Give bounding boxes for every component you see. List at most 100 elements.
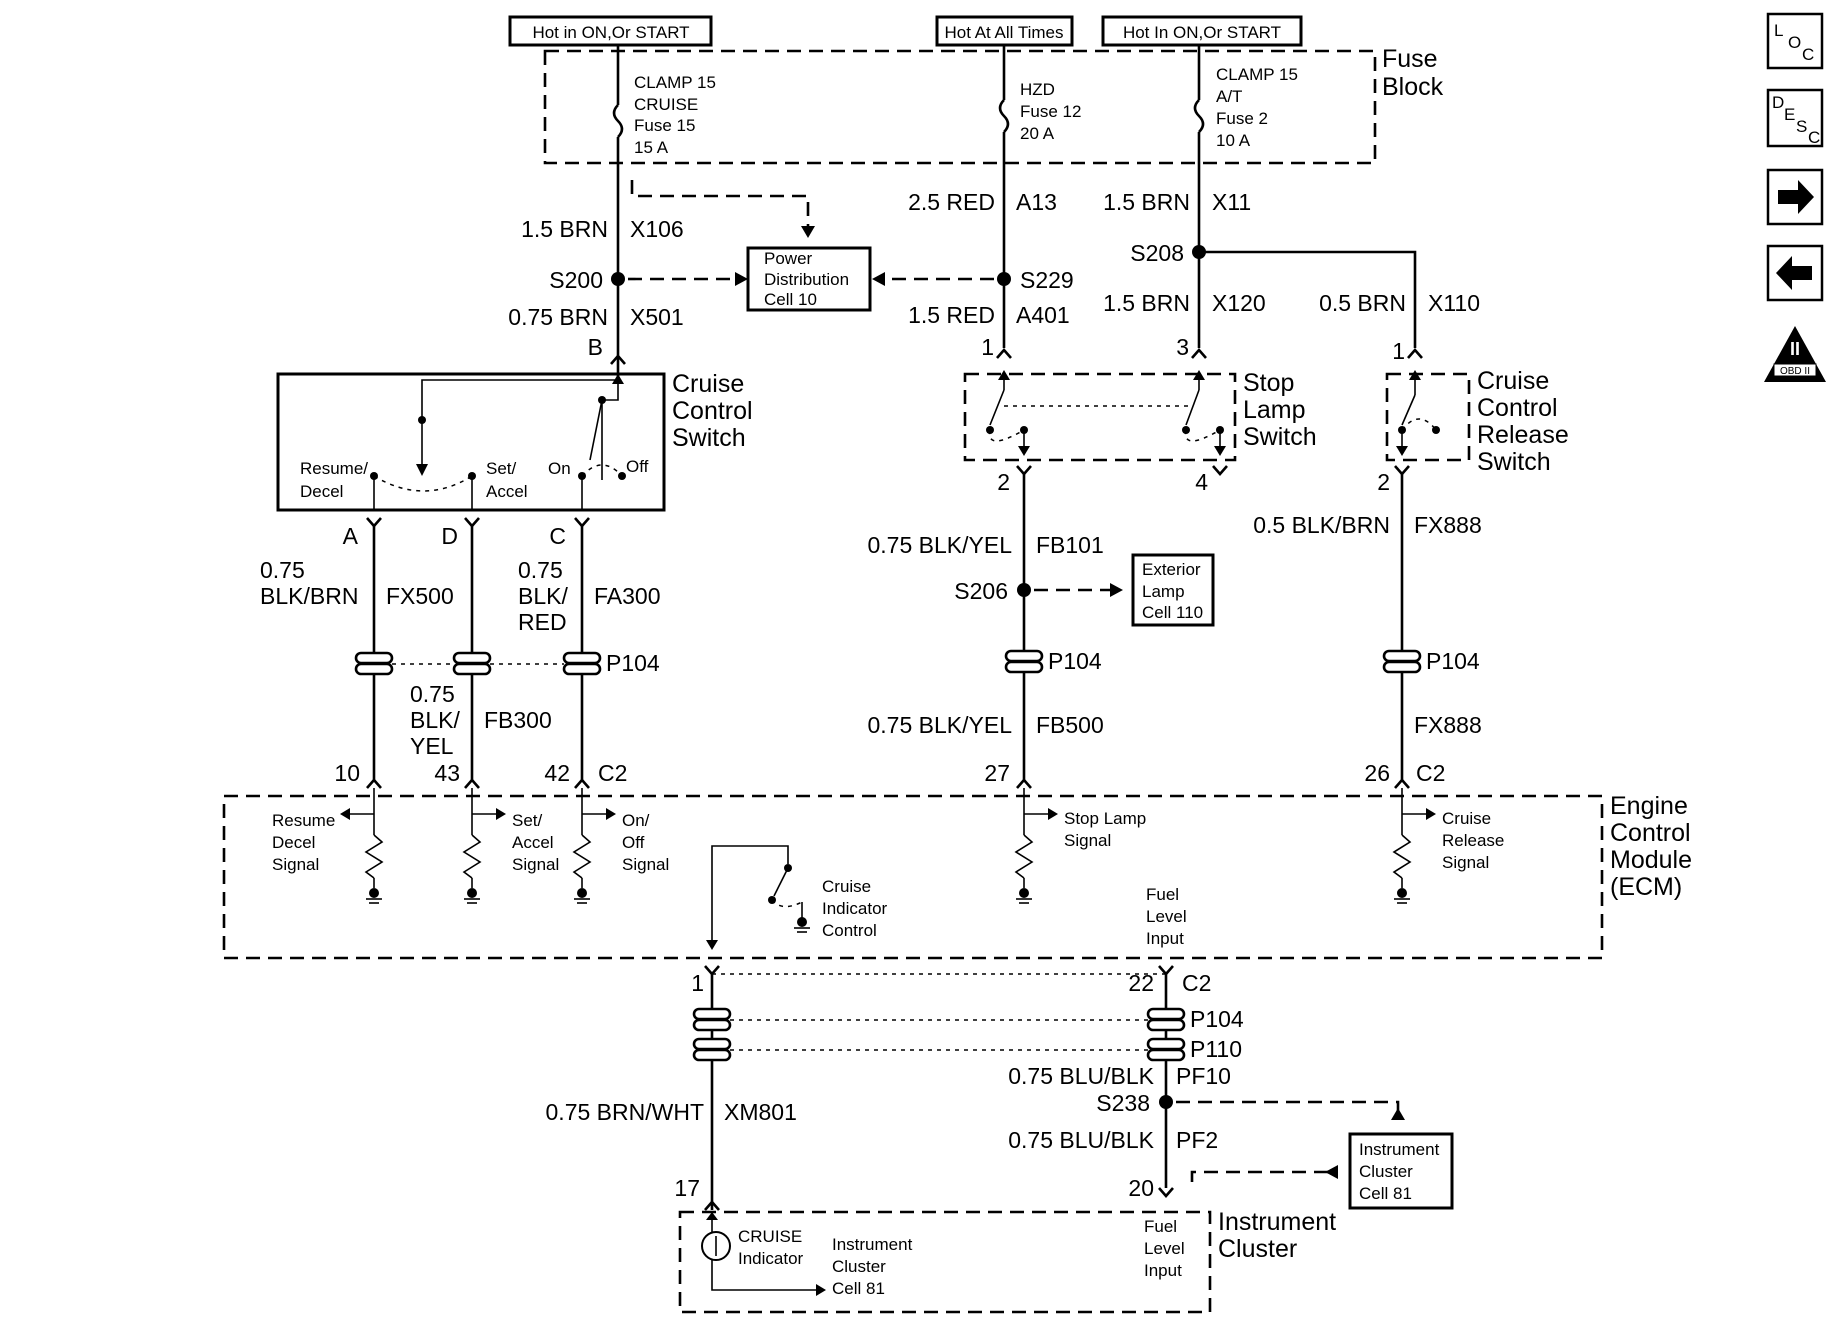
wire-gauge-x120: 1.5 BRN [1103,290,1190,316]
wire-gauge-x501: 0.75 BRN [508,304,608,330]
wire-fa300: FA300 [594,583,661,609]
wire-fx888: FX888 [1414,512,1482,538]
svg-text:20 A: 20 A [1020,124,1055,143]
svg-text:OBD II: OBD II [1780,366,1810,377]
svg-text:4: 4 [1195,469,1208,495]
svg-text:15 A: 15 A [634,138,669,157]
svg-text:Level: Level [1144,1239,1185,1258]
wire-x110: X110 [1428,290,1480,316]
connector-p104-release: P104 [1382,648,1480,674]
svg-text:Switch: Switch [672,424,746,452]
svg-text:Control: Control [1610,819,1691,847]
fuse-2: CLAMP 15 A/T Fuse 2 10 A [1193,45,1298,348]
svg-text:Distribution: Distribution [764,270,849,289]
wire-gauge-fb300: 0.75 [410,681,455,707]
svg-text:RED: RED [518,609,567,635]
wire-gauge-a401: 1.5 RED [908,302,995,328]
svg-text:Switch: Switch [1243,423,1317,451]
svg-text:26: 26 [1364,760,1390,786]
svg-text:Module: Module [1610,846,1692,874]
wire-pf2: PF2 [1176,1127,1218,1153]
svg-text:Instrument: Instrument [832,1235,913,1254]
svg-text:P104: P104 [1426,648,1480,674]
svg-text:Lamp: Lamp [1243,396,1306,424]
wire-gauge-xm801: 0.75 BRN/WHT [546,1099,704,1125]
svg-text:Stop Lamp: Stop Lamp [1064,809,1146,828]
svg-text:C2: C2 [1416,760,1445,786]
svg-text:Engine: Engine [1610,792,1688,820]
prev-arrow-button[interactable] [1766,244,1824,302]
svg-text:Set/: Set/ [486,459,517,478]
svg-text:E: E [1784,105,1795,124]
svg-text:Cruise: Cruise [672,370,744,398]
wire-gauge-fx888: 0.5 BLK/BRN [1253,512,1390,538]
svg-text:Fuse 12: Fuse 12 [1020,102,1081,121]
svg-text:Cell 110: Cell 110 [1142,603,1203,622]
loc-button[interactable]: L O C [1766,12,1824,70]
svg-text:D: D [1772,93,1784,112]
svg-text:Release: Release [1442,831,1504,850]
wire-fx888-lower: FX888 [1414,712,1482,738]
svg-text:A: A [343,523,359,549]
header-hot-all-times: Hot At All Times [935,15,1074,47]
svg-text:Block: Block [1382,73,1444,101]
svg-text:Power: Power [764,249,813,268]
next-arrow-button[interactable] [1766,168,1824,226]
wire-x11: X11 [1212,189,1251,215]
engine-control-module: Engine Control Module (ECM) [222,792,1692,960]
svg-text:Control: Control [1477,394,1558,422]
svg-text:S: S [1796,117,1807,136]
svg-text:Cell 10: Cell 10 [764,290,817,309]
svg-text:BLK/: BLK/ [518,583,568,609]
svg-text:A/T: A/T [1216,87,1242,106]
svg-text:S206: S206 [954,578,1008,604]
svg-text:Control: Control [672,397,753,425]
svg-text:27: 27 [984,760,1010,786]
wire-gauge-a13: 2.5 RED [908,189,995,215]
wire-a13: A13 [1016,189,1057,215]
svg-text:Cruise: Cruise [822,877,871,896]
wire-gauge-fb101: 0.75 BLK/YEL [868,532,1013,558]
ecm-input-stop-lamp: Stop Lamp Signal [1014,788,1146,904]
svg-text:On: On [548,459,571,478]
svg-text:O: O [1788,33,1801,52]
svg-text:HZD: HZD [1020,80,1055,99]
svg-text:D: D [441,523,458,549]
svg-text:Hot At All Times: Hot At All Times [944,23,1063,42]
svg-text:Input: Input [1144,1261,1182,1280]
ecm-input-release: Cruise Release Signal [1392,788,1504,904]
svg-text:CRUISE: CRUISE [634,95,698,114]
wire-fb300: FB300 [484,707,552,733]
svg-text:1: 1 [1392,338,1405,364]
svg-text:Cruise: Cruise [1477,367,1549,395]
ecm-input-resume: Resume Decel Signal [272,788,384,904]
svg-text:Off: Off [626,457,649,476]
wire-gauge-x106: 1.5 BRN [521,216,608,242]
fuse-block-label: Fuse [1382,45,1438,73]
svg-text:Lamp: Lamp [1142,582,1185,601]
obd-ii-button[interactable]: II OBD II [1764,326,1826,382]
svg-text:Hot In ON,Or START: Hot In ON,Or START [1123,23,1281,42]
svg-text:S238: S238 [1096,1090,1150,1116]
connector-p104-left: P104 [354,650,660,676]
svg-text:Stop: Stop [1243,369,1294,397]
svg-text:C: C [1802,45,1814,64]
svg-text:(ECM): (ECM) [1610,873,1682,901]
svg-text:CLAMP 15: CLAMP 15 [634,73,716,92]
svg-text:Fuel: Fuel [1146,885,1179,904]
ref-instrument-cluster: Instrument Cluster Cell 81 [1348,1132,1454,1210]
svg-text:Level: Level [1146,907,1187,926]
svg-text:Cell 81: Cell 81 [832,1279,885,1298]
wire-fb101: FB101 [1036,532,1104,558]
svg-text:Fuel: Fuel [1144,1217,1177,1236]
svg-text:Cluster: Cluster [1218,1235,1297,1263]
svg-text:43: 43 [434,760,460,786]
svg-text:Instrument: Instrument [1359,1140,1440,1159]
svg-text:10: 10 [334,760,360,786]
ecm-input-on-off: On/ Off Signal [572,788,669,904]
desc-button[interactable]: D E S C [1766,88,1824,148]
svg-text:BLK/BRN: BLK/BRN [260,583,358,609]
svg-text:Instrument: Instrument [1218,1208,1336,1236]
splice-s229 [997,272,1011,286]
svg-text:YEL: YEL [410,733,454,759]
